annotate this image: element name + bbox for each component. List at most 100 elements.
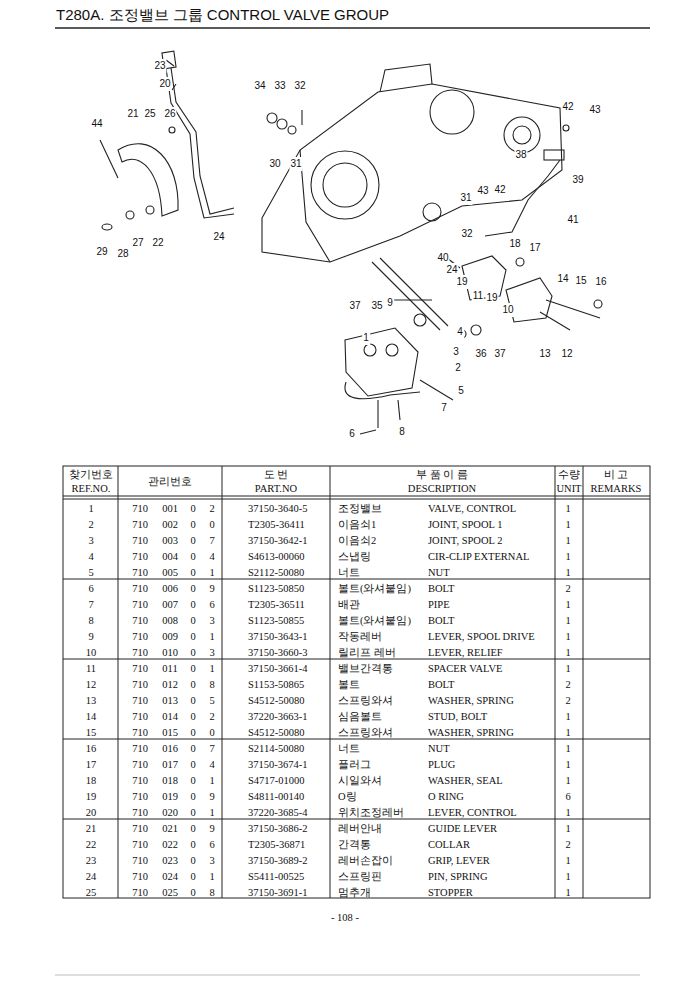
callout-number: 4 (456, 325, 464, 339)
callout-number: 38 (514, 148, 527, 162)
callout-number: 25 (143, 107, 156, 121)
table-cell: 1 (565, 646, 570, 660)
table-cell: 시일와셔 (338, 774, 382, 788)
table-cell: 스프링핀 (338, 870, 382, 884)
table-cell: 스프링와셔 (338, 726, 393, 740)
table-cell: 0 (190, 518, 195, 532)
table-cell: 015 (162, 726, 178, 740)
table-cell: 1 (565, 566, 570, 580)
table-cell: 5 (209, 694, 214, 708)
table-cell: 9 (209, 582, 214, 596)
table-cell: 710 (132, 694, 148, 708)
table-cell: PIPE (428, 598, 450, 612)
table-cell: S4512-50080 (248, 694, 305, 708)
callout-number: 5 (457, 384, 465, 398)
table-cell: 3 (209, 646, 214, 660)
table-header: PART.NO (255, 482, 297, 496)
table-cell: 조정밸브 (338, 502, 382, 516)
callout-number: 20 (158, 77, 171, 91)
callout-number: 23 (153, 59, 166, 73)
table-cell: 0 (190, 870, 195, 884)
table-cell: 1 (209, 630, 214, 644)
table-cell: 007 (162, 598, 178, 612)
table-cell: 710 (132, 886, 148, 900)
table-cell: BOLT (428, 582, 454, 596)
callout-number: 31 (289, 157, 302, 171)
table-cell: 9 (88, 630, 93, 644)
table-cell: 710 (132, 838, 148, 852)
table-cell: 710 (132, 854, 148, 868)
table-cell: S1123-50855 (248, 614, 304, 628)
callout-number: 19 (485, 291, 498, 305)
table-cell: 1 (565, 854, 570, 868)
table-cell: 1 (565, 550, 570, 564)
table-cell: O링 (338, 790, 357, 804)
table-cell: 이음쇠2 (338, 534, 376, 548)
table-cell: 25 (86, 886, 97, 900)
table-cell: 0 (190, 566, 195, 580)
table-cell: 0 (209, 518, 214, 532)
table-cell: 024 (162, 870, 178, 884)
callout-number: 39 (571, 173, 584, 187)
callout-number: 17 (528, 241, 541, 255)
callout-number: 42 (493, 183, 506, 197)
table-cell: 37150-3640-5 (248, 502, 308, 516)
table-cell: 0 (190, 742, 195, 756)
table-cell: 0 (190, 806, 195, 820)
table-cell: 011 (162, 662, 177, 676)
table-cell: 025 (162, 886, 178, 900)
callout-number: 36 (474, 347, 487, 361)
table-cell: 8 (209, 886, 214, 900)
table-cell: 0 (190, 694, 195, 708)
table-cell: 710 (132, 790, 148, 804)
table-cell: 710 (132, 726, 148, 740)
table-cell: 레버안내 (338, 822, 382, 836)
table-cell: SPACER VALVE (428, 662, 502, 676)
table-cell: 플러그 (338, 758, 371, 772)
table-cell: 1 (565, 870, 570, 884)
table-cell: 5 (88, 566, 93, 580)
table-cell: 710 (132, 534, 148, 548)
table-cell: 0 (190, 758, 195, 772)
table-cell: 710 (132, 582, 148, 596)
table-cell: 1 (565, 822, 570, 836)
table-cell: 016 (162, 742, 178, 756)
callout-number: 13 (538, 347, 551, 361)
callout-number: 35 (370, 299, 383, 313)
table-header: 관리번호 (148, 475, 192, 489)
table-cell: 022 (162, 838, 178, 852)
table-cell: 24 (86, 870, 97, 884)
table-cell: 볼트(와셔붙임) (338, 582, 411, 596)
table-cell: 37150-3674-1 (248, 758, 308, 772)
table-cell: 6 (209, 838, 214, 852)
table-cell: 710 (132, 870, 148, 884)
callout-number: 9 (386, 296, 394, 310)
table-cell: S4512-50080 (248, 726, 305, 740)
table-cell: 0 (190, 854, 195, 868)
table-cell: 1 (565, 518, 570, 532)
callout-number: 11 (472, 289, 484, 303)
table-cell: S2112-50080 (248, 566, 304, 580)
table-header: DESCRIPTION (408, 482, 476, 496)
table-cell: 1 (565, 662, 570, 676)
table-cell: 0 (190, 630, 195, 644)
table-cell: 7 (209, 534, 214, 548)
callout-number: 19 (455, 275, 468, 289)
table-cell: 710 (132, 630, 148, 644)
callout-number: 44 (90, 117, 103, 131)
table-cell: 019 (162, 790, 178, 804)
callout-number: 3 (452, 345, 460, 359)
table-cell: 0 (190, 646, 195, 660)
table-cell: 0 (190, 822, 195, 836)
table-cell: 작동레버 (338, 630, 382, 644)
table-cell: 710 (132, 518, 148, 532)
table-cell: 710 (132, 502, 148, 516)
table-cell: 1 (209, 870, 214, 884)
table-cell: 0 (190, 582, 195, 596)
callout-number: 26 (163, 107, 176, 121)
table-cell: 008 (162, 614, 178, 628)
table-cell: 2 (565, 838, 570, 852)
table-cell: 18 (86, 774, 97, 788)
table-cell: 710 (132, 806, 148, 820)
callout-number: 42 (561, 100, 574, 114)
